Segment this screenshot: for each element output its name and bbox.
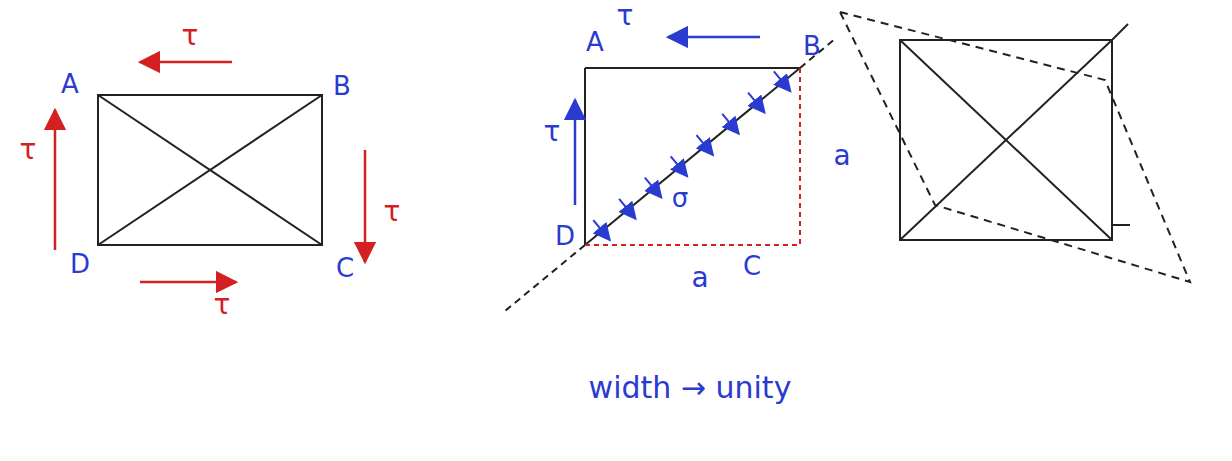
figure-label: τ: [182, 22, 199, 50]
deformed-outline: [840, 12, 1190, 282]
figure-label: τ: [20, 136, 37, 164]
figure-label: B: [333, 73, 351, 99]
stress-arrow: [774, 71, 791, 91]
dashed-edge: [585, 244, 800, 246]
shear-arrow: [54, 110, 57, 250]
figure-label: τ: [617, 2, 634, 30]
diagonal: [900, 40, 1112, 240]
stress-arrow: [722, 114, 739, 134]
diagonal: [98, 95, 322, 245]
element-edge: [585, 67, 800, 69]
figure-label: a: [691, 264, 708, 292]
stress-arrow: [593, 220, 610, 240]
figure-label: τ: [384, 198, 401, 226]
diagonal: [900, 40, 1112, 240]
stress-arrow: [645, 178, 662, 198]
diagonal-plane: [585, 68, 800, 245]
stress-arrow: [697, 135, 714, 155]
shear-arrow: [140, 281, 236, 284]
shear-arrow: [140, 61, 232, 64]
shear-arrow: [668, 36, 760, 39]
stress-arrow: [671, 156, 688, 176]
element-square: [900, 40, 1112, 240]
figure-label: σ: [672, 185, 688, 211]
shear-arrow: [364, 150, 367, 262]
corner-tick: [1112, 224, 1130, 226]
figure-label: D: [70, 251, 90, 277]
stress-arrow: [748, 93, 765, 113]
extension-line: [505, 245, 585, 311]
stress-arrow: [619, 199, 636, 219]
element-edge: [584, 68, 586, 245]
figure-label: τ: [214, 291, 231, 319]
figure-label: A: [61, 71, 79, 97]
figure-label: D: [555, 223, 575, 249]
figure-label: C: [743, 253, 761, 279]
figure-label: A: [586, 29, 604, 55]
figure-label: a: [833, 142, 850, 170]
note-text: width → unity: [589, 373, 792, 403]
figure-label: B: [803, 33, 821, 59]
left-element: [98, 95, 322, 245]
dashed-edge: [799, 68, 801, 245]
diagonal: [98, 95, 322, 245]
element-square: [98, 95, 322, 245]
corner-tick: [1112, 24, 1128, 40]
shear-arrow: [574, 100, 577, 205]
normal-stress-arrows: [593, 71, 790, 240]
figure-label: τ: [544, 118, 561, 146]
figure-label: C: [336, 255, 354, 281]
